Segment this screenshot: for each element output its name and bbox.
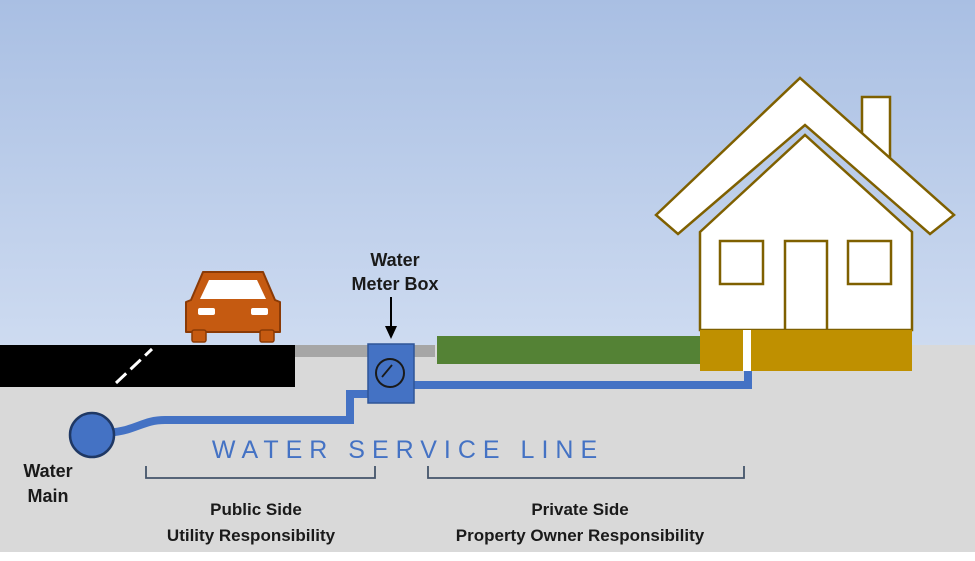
meter-pointer-arrow <box>385 297 397 339</box>
meter-label-line2: Meter Box <box>351 274 438 294</box>
public-side-responsibility: Utility Responsibility <box>167 526 336 545</box>
public-side-label: Public Side <box>210 500 302 519</box>
water-main-label-line1: Water <box>23 461 72 481</box>
bottom-white-strip <box>0 552 975 561</box>
car-icon <box>185 271 281 343</box>
water-main-label-line2: Main <box>27 486 68 506</box>
road-lane-marking <box>114 347 154 385</box>
public-side-bracket <box>145 466 376 479</box>
house-foundation <box>700 330 912 371</box>
private-side-responsibility: Property Owner Responsibility <box>456 526 705 545</box>
private-side-bracket <box>427 466 745 479</box>
lawn <box>437 336 700 364</box>
meter-label-line1: Water <box>370 250 419 270</box>
private-side-label: Private Side <box>531 500 628 519</box>
water-main-pipe-icon <box>68 411 116 459</box>
water-meter-icon <box>367 343 415 404</box>
water-service-line-title: WATER SERVICE LINE <box>212 436 604 464</box>
house-icon <box>654 76 956 371</box>
